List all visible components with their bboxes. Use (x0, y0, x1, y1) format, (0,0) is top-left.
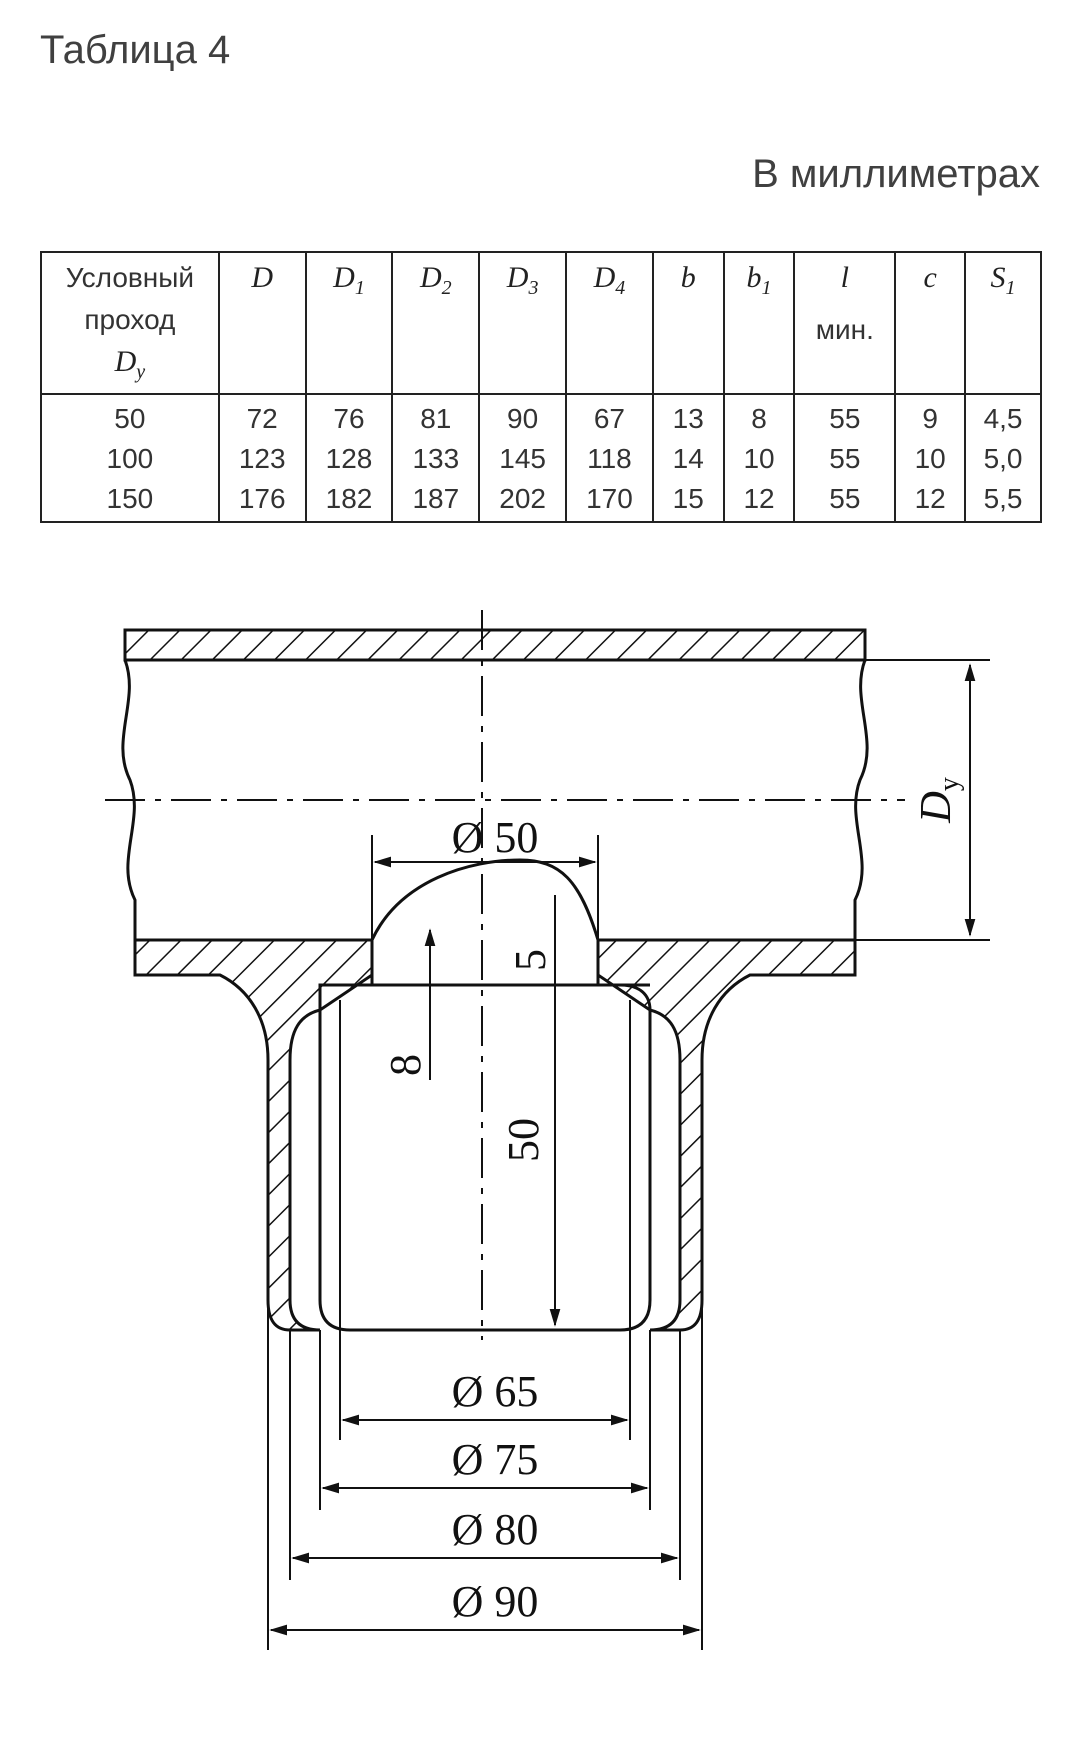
branch-bore (318, 975, 652, 1332)
d50-label: Ø 50 (452, 813, 539, 862)
dome-arc (370, 858, 600, 941)
table-cell: 12 (894, 479, 967, 523)
pipe-break-right (853, 659, 869, 940)
header-col: D3 (478, 251, 568, 395)
header-col: S1 (964, 251, 1042, 395)
table-cell: 90 (478, 394, 568, 439)
table-cell: 9 (894, 394, 967, 439)
header-col: b (651, 251, 725, 395)
d75-label: Ø 75 (452, 1435, 539, 1484)
dimensions-table: Условный проход Dу D D1 D2 D3 D4 b b1 l … (40, 251, 1042, 523)
header-nominal-bore-line2: проход (84, 304, 176, 335)
header-nominal-bore-line1: Условный (65, 262, 194, 293)
pipe-bottom-wall-left (133, 938, 374, 1332)
header-nominal-bore-symbol: Dу (114, 345, 146, 383)
table-cell: 170 (565, 479, 654, 523)
table-cell: 133 (391, 439, 481, 479)
d90-label: Ø 90 (452, 1577, 539, 1626)
pipe-bottom-wall-right (596, 938, 857, 1332)
table-cell: 182 (304, 479, 394, 523)
header-col: b1 (722, 251, 796, 395)
table-cell: 67 (565, 394, 654, 439)
table-cell: 8 (722, 394, 796, 439)
d80-label: Ø 80 (452, 1505, 539, 1554)
table-cell: 176 (217, 479, 307, 523)
table-cell: 15 (651, 479, 725, 523)
d65-label: Ø 65 (452, 1367, 539, 1416)
table-cell: 72 (217, 394, 307, 439)
header-col: D4 (565, 251, 654, 395)
header-col: D (217, 251, 307, 395)
table-cell: 55 (793, 394, 897, 439)
units-note: В миллиметрах (752, 152, 1040, 196)
table-cell: 10 (722, 439, 796, 479)
table-cell: 14 (651, 439, 725, 479)
table-cell: 50 (40, 394, 220, 439)
table-cell: 128 (304, 439, 394, 479)
dim-8-label: 8 (381, 1054, 430, 1076)
table-cell: 123 (217, 439, 307, 479)
header-nominal-bore: Условный проход Dу (40, 251, 220, 395)
header-col: D2 (391, 251, 481, 395)
table-cell: 202 (478, 479, 568, 523)
header-col: D1 (304, 251, 394, 395)
pipe-top-wall (123, 628, 867, 662)
table-cell: 100 (40, 439, 220, 479)
table-cell: 55 (793, 439, 897, 479)
page-title: Таблица 4 (40, 28, 231, 72)
table-cell: 10 (894, 439, 967, 479)
table-cell: 118 (565, 439, 654, 479)
table-cell: 81 (391, 394, 481, 439)
header-min-note: мин. (815, 314, 874, 345)
table-cell: 187 (391, 479, 481, 523)
table-cell: 13 (651, 394, 725, 439)
table-header-row: Условный проход Dу D D1 D2 D3 D4 b b1 l … (40, 251, 1042, 395)
table-cell: 150 (40, 479, 220, 523)
dim-5-label: 5 (506, 949, 555, 971)
table-cell: 145 (478, 439, 568, 479)
table-cell: 12 (722, 479, 796, 523)
table-cell: 5,0 (964, 439, 1042, 479)
dy-label: Dу (911, 777, 965, 824)
header-col: c (894, 251, 967, 395)
technical-drawing: Dу Ø 50 5 8 50 Ø 65 Ø 75 Ø 80 Ø 90 (105, 610, 990, 1650)
dim-50-label: 50 (499, 1118, 548, 1162)
table-cell: 4,5 (964, 394, 1042, 439)
pipe-break-left (121, 659, 137, 940)
table-cell: 55 (793, 479, 897, 523)
table-cell: 5,5 (964, 479, 1042, 523)
header-col: l мин. (793, 251, 897, 395)
table-cell: 76 (304, 394, 394, 439)
